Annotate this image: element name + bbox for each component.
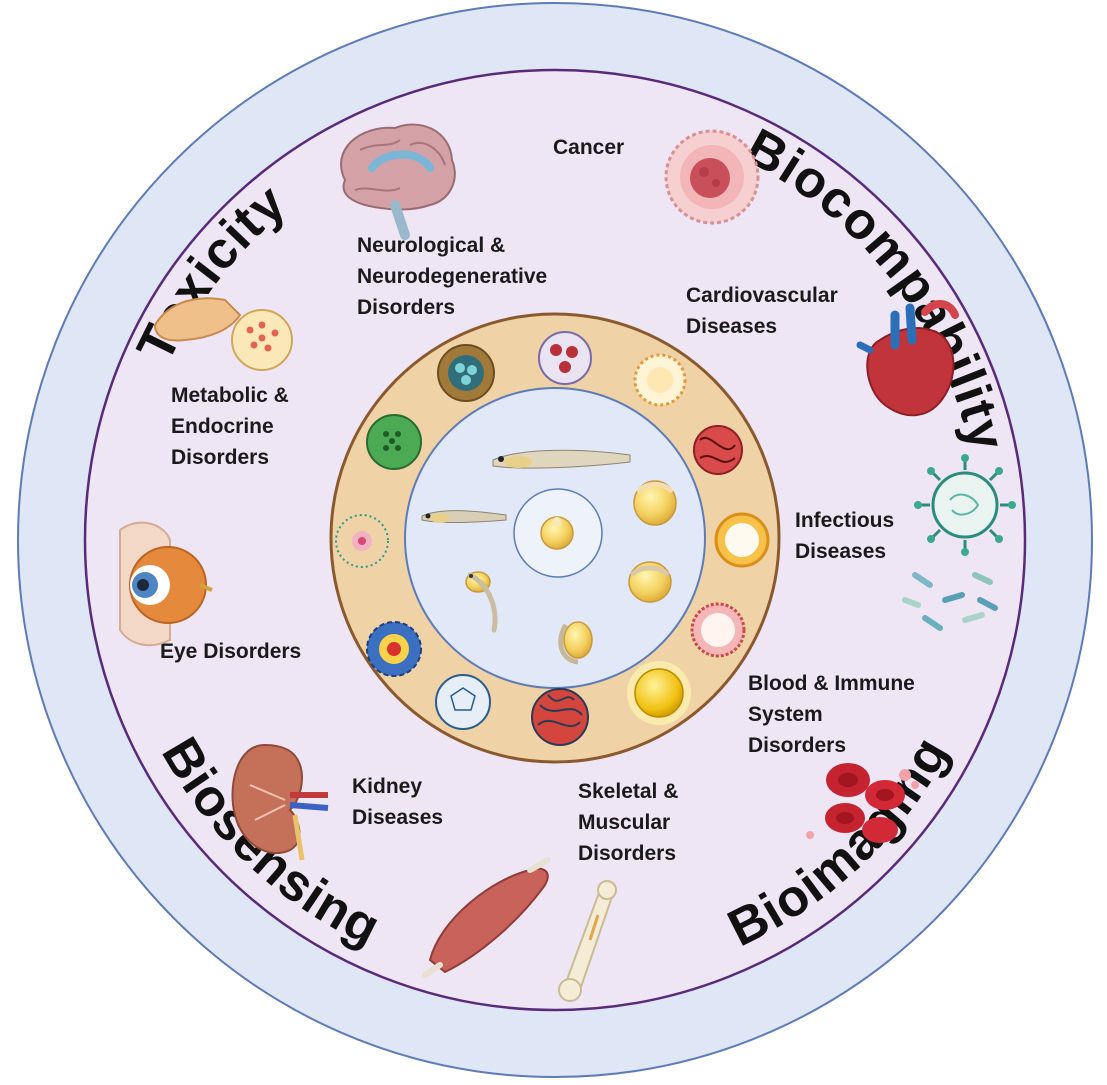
blood-cells-icon — [806, 763, 919, 843]
zebrafish-gastrula-icon — [628, 561, 672, 603]
zebrafish-pharyngula-icon — [465, 571, 498, 633]
bacteria-icon — [902, 572, 998, 631]
kidney-icon — [231, 743, 329, 861]
micelle-nanoparticle-icon — [633, 353, 687, 407]
zebrafish-segmentation-icon — [558, 621, 593, 665]
infectious-label: Infectious Diseases — [795, 509, 900, 563]
fullerene-nanoparticle-icon — [435, 674, 491, 730]
eye-icon — [119, 521, 213, 647]
silica-nanoparticle-icon — [366, 414, 422, 470]
polymer-nanoparticle-icon — [538, 331, 592, 385]
zebrafish-blastula-icon — [633, 480, 677, 526]
zebrafish-larva-icon — [492, 449, 631, 469]
zebrafish-embryo-icon — [540, 516, 574, 550]
quantum-dot-nanoparticle-icon — [366, 621, 422, 677]
dendrimer-nanoparticle-icon — [437, 344, 495, 402]
liposome-nanoparticle-icon — [714, 512, 770, 568]
cancer-cell-icon — [664, 129, 760, 225]
nanoparticles-ring-group — [335, 331, 770, 746]
brain-icon — [340, 123, 456, 240]
gold-nanoparticle-icon — [627, 661, 691, 725]
blood-label: Blood & Immune System Disorders — [748, 672, 921, 757]
heart-icon — [856, 300, 959, 417]
polymeric-mesh-nanoparticle-icon — [693, 425, 743, 475]
kidney-label: Kidney Diseases — [352, 775, 443, 829]
neurological-label: Neurological & Neurodegenerative Disorde… — [357, 234, 553, 319]
exosome-nanoparticle-icon — [690, 602, 746, 658]
virus-icon — [914, 454, 1016, 556]
cardiovascular-label: Cardiovascular Diseases — [686, 284, 844, 338]
zebrafish-hatchling-icon — [421, 510, 507, 524]
yarn-ball-nanoparticle-icon — [531, 688, 589, 746]
metabolic-label: Metabolic & Endocrine Disorders — [171, 384, 295, 469]
eye-label: Eye Disorders — [160, 640, 301, 663]
spiky-nanoparticle-icon — [335, 514, 389, 568]
muscle-icon — [422, 857, 551, 978]
zebrafish-stages-group — [421, 449, 677, 665]
pancreas-icon — [153, 297, 293, 371]
skeletal-label: Skeletal & Muscular Disorders — [578, 780, 684, 865]
cancer-label: Cancer — [553, 136, 624, 159]
bone-icon — [558, 880, 617, 1002]
